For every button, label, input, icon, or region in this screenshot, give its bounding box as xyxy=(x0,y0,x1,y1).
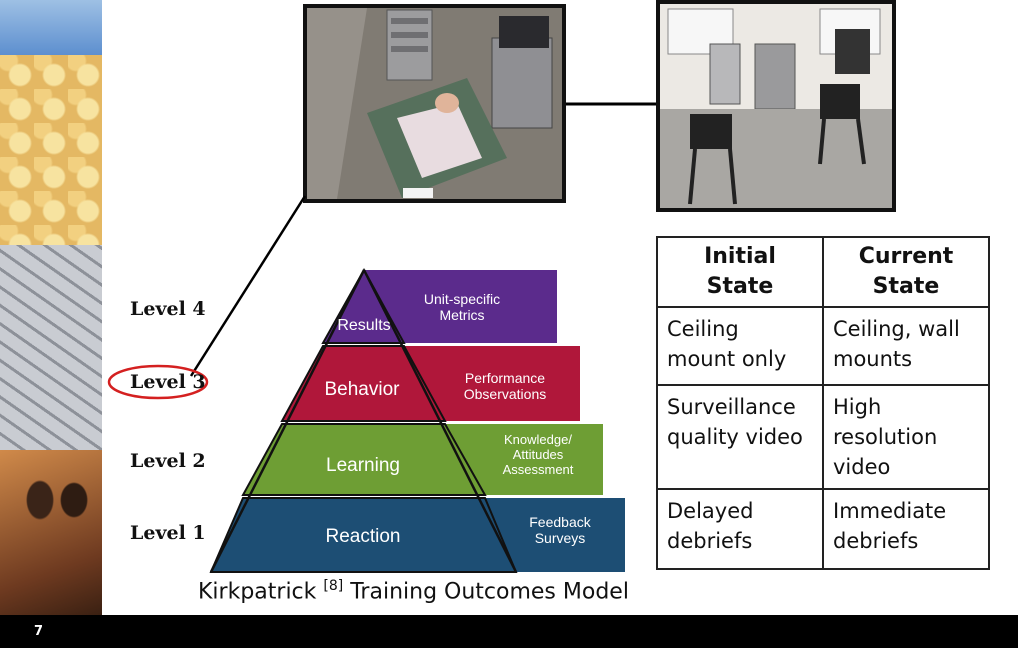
measure-label-reaction-line2: Surveys xyxy=(535,530,586,546)
level3-connector-line xyxy=(189,195,307,377)
measure-label-learning-line1: Knowledge/ xyxy=(504,432,572,447)
measure-box-learning xyxy=(445,424,603,495)
caption-text-start: Kirkpatrick xyxy=(198,579,324,605)
header-initial-line2: State xyxy=(706,274,774,299)
table-cell: Delayed debriefs xyxy=(656,488,824,570)
measure-box-reaction xyxy=(485,498,625,572)
sidebar-sky-strip xyxy=(0,0,102,55)
table-cell: Ceiling mount only xyxy=(656,306,824,386)
simulation-room-illustration xyxy=(307,8,562,199)
tier-name-learning: Learning xyxy=(326,455,400,476)
pyramid-tier-results xyxy=(321,267,406,344)
slide-number: 7 xyxy=(34,624,44,639)
tier-name-results: Results xyxy=(337,317,390,334)
table-cell: Surveillance quality video xyxy=(656,384,824,490)
simulation-room-photo-wall-view xyxy=(656,0,896,212)
level-label-4: Level 4 xyxy=(130,298,206,320)
measure-label-results-line1: Unit-specific xyxy=(424,291,500,307)
cell-line: Ceiling xyxy=(667,317,739,341)
level3-highlight-oval xyxy=(107,364,209,400)
debrief-room-illustration xyxy=(660,4,892,208)
cell-line: quality video xyxy=(667,425,803,449)
header-current-line1: Current xyxy=(858,244,954,269)
table-cell: High resolution video xyxy=(822,384,990,490)
slide-footer-bar: 7 xyxy=(0,615,1018,648)
tier-name-reaction: Reaction xyxy=(326,526,401,547)
measure-label-results-line2: Metrics xyxy=(439,307,484,323)
measure-label-reaction-line1: Feedback xyxy=(529,514,591,530)
measure-label-learning-line3: Assessment xyxy=(503,462,574,477)
cell-line: Surveillance xyxy=(667,395,796,419)
caption-reference: [8] xyxy=(323,578,344,594)
cell-line: debriefs xyxy=(667,529,753,553)
measure-label-behavior-line2: Observations xyxy=(464,386,546,402)
cell-line: High xyxy=(833,395,882,419)
sidebar-people-strip xyxy=(0,450,102,615)
sidebar-keyboard-strip xyxy=(0,245,102,450)
measure-label-behavior-line1: Performance xyxy=(465,370,545,386)
tier-name-behavior: Behavior xyxy=(325,379,401,400)
table-row: Surveillance quality video High resolution… xyxy=(656,384,990,490)
table-cell: Immediate debriefs xyxy=(822,488,990,570)
header-initial-line1: Initial xyxy=(704,244,776,269)
pyramid-tier-learning xyxy=(241,423,487,496)
pyramid-caption: Kirkpatrick [8] Training Outcomes Model xyxy=(198,578,629,604)
simulation-room-photo-ceiling-view xyxy=(303,4,566,203)
cell-line: mounts xyxy=(833,347,913,371)
sidebar-peas-strip xyxy=(0,55,102,245)
decorative-sidebar xyxy=(0,0,102,615)
caption-text-end: Training Outcomes Model xyxy=(343,579,629,605)
pyramid-tier-behavior xyxy=(280,345,447,422)
header-current-line2: State xyxy=(872,274,940,299)
level-label-3: Level 3 xyxy=(130,371,206,393)
cell-line: resolution xyxy=(833,425,938,449)
cell-line: mount only xyxy=(667,347,787,371)
cell-line: Immediate xyxy=(833,499,947,523)
cell-line: Ceiling, wall xyxy=(833,317,960,341)
measure-label-learning-line2: Attitudes xyxy=(513,447,564,462)
table-row: Ceiling mount only Ceiling, wall mounts xyxy=(656,306,990,386)
level-label-2: Level 2 xyxy=(130,450,206,472)
cell-line: video xyxy=(833,455,891,479)
cell-line: Delayed xyxy=(667,499,754,523)
table-cell: Ceiling, wall mounts xyxy=(822,306,990,386)
measure-box-results xyxy=(364,270,557,343)
table-row: Delayed debriefs Immediate debriefs xyxy=(656,488,990,570)
cell-line: debriefs xyxy=(833,529,919,553)
measure-box-behavior xyxy=(404,346,580,421)
level-label-1: Level 1 xyxy=(130,522,206,544)
